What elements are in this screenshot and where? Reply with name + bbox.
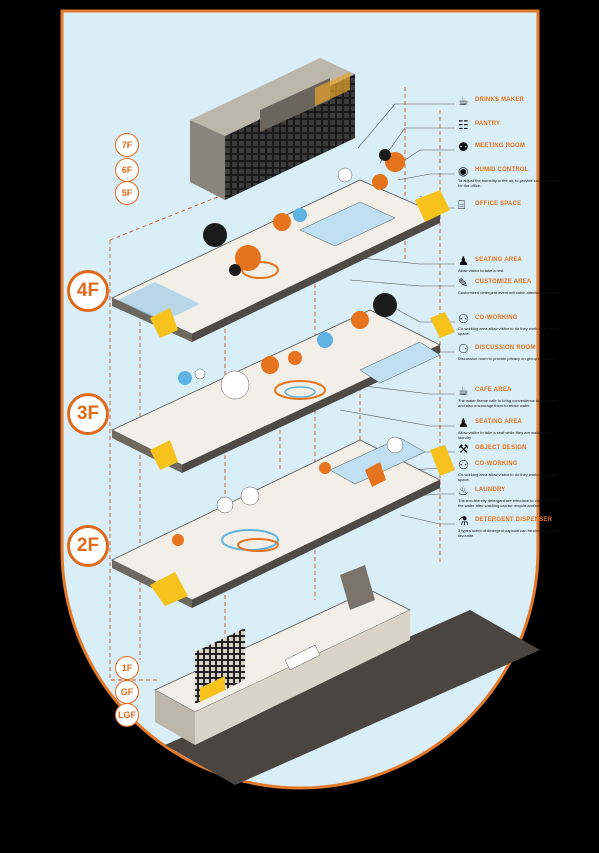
discussion-icon: ⚆ — [458, 342, 469, 356]
ground-floor-plan — [154, 565, 540, 785]
customize-pen-icon: ✎ — [458, 276, 469, 290]
legend-title: OBJECT DESIGN — [475, 445, 527, 451]
legend-description: Allow visitor to take a seat while they … — [458, 430, 557, 440]
drink-cup-icon: ☕ — [458, 94, 469, 108]
floor-badge-5f: 5F — [115, 181, 139, 205]
legend-description: Co-working area allow visitor to do they… — [458, 326, 559, 336]
legend-title: DETERGENT DISPENSER — [475, 517, 553, 523]
desk-chair-icon: ⌸ — [458, 198, 466, 212]
legend-title: CUSTOMIZE AREA — [475, 279, 532, 285]
legend-title: HUMID CONTROL — [475, 167, 529, 173]
legend-title: SEATING AREA — [475, 257, 523, 263]
seat-person-icon: ♟ — [458, 416, 469, 430]
pantry-icon: ☷ — [458, 118, 469, 132]
legend-description: The eco-friendly detergent are introduce… — [458, 498, 559, 508]
floor-badge-3f: 3F — [67, 393, 109, 435]
legend-title: SEATING AREA — [475, 419, 523, 425]
floor-badge-lgf: LGF — [115, 703, 139, 727]
legend-title: CO-WORKING — [475, 315, 518, 321]
coffee-cup-icon: ☕ — [458, 384, 469, 398]
legend-title: CAFE AREA — [475, 387, 512, 393]
floor-badge-4f: 4F — [67, 270, 109, 312]
legend-title: DRINKS MAKER — [475, 97, 525, 103]
legend-description: 3 types scent of detergent capsule can b… — [458, 528, 561, 538]
legend-title: MEETING ROOM — [475, 143, 526, 149]
floor-3f-plan — [111, 293, 455, 473]
legend-title: CO-WORKING — [475, 461, 518, 467]
legend-description: Co-working area allow visitor to do they… — [458, 472, 559, 482]
legend-title: OFFICE SPACE — [475, 201, 522, 207]
floor-badge-7f: 7F — [115, 133, 139, 157]
co-working-icon: ⚇ — [458, 458, 469, 472]
floor-2f-plan — [111, 436, 455, 608]
legend-title: DISCUSSION ROOM — [475, 345, 536, 351]
laundry-icon: ♨ — [458, 484, 469, 498]
legend-description: Allow visitor to take a rest — [458, 268, 504, 273]
detergent-dispenser-icon: ⚗ — [458, 514, 469, 528]
floor-badge-gf: GF — [115, 680, 139, 704]
floor-badge-6f: 6F — [115, 158, 139, 182]
floor-badge-2f: 2F — [67, 525, 109, 567]
object-design-icon: ⚒ — [458, 442, 469, 456]
legend-description: Discussion room to provide privacy on gr… — [458, 356, 557, 361]
legend-description: The water theme cafe to bring convenienc… — [458, 398, 558, 408]
seat-person-icon: ♟ — [458, 254, 469, 268]
legend-description: To adjust the humidity in the air, to pr… — [458, 178, 559, 188]
co-working-icon: ⚇ — [458, 312, 469, 326]
legend-title: PANTRY — [475, 121, 501, 127]
legend-description: Customized detergent event will catch at… — [458, 290, 559, 295]
floor-4f-plan — [111, 149, 450, 342]
meeting-people-icon: ⚉ — [458, 140, 469, 154]
upper-block-building — [190, 58, 355, 200]
floor-badge-1f: 1F — [115, 656, 139, 680]
legend-title: LAUNDRY — [475, 487, 506, 493]
water-drop-icon: ◉ — [458, 164, 469, 178]
